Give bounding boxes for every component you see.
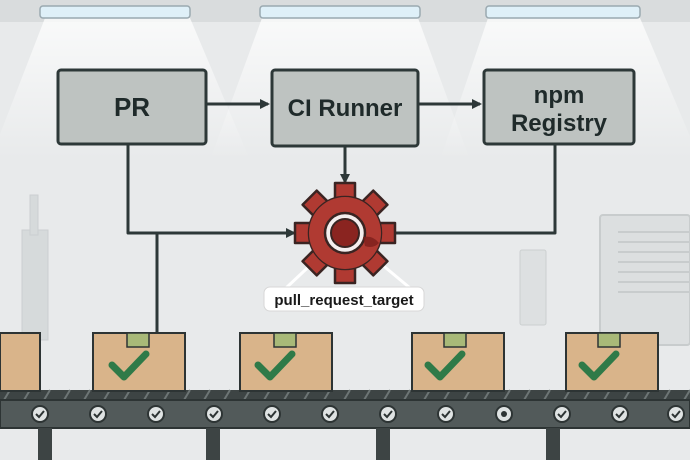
conveyor-legs	[38, 428, 560, 460]
machine-cabinet	[599, 214, 690, 346]
conveyor-roller-checks	[35, 410, 681, 419]
machine-vent	[618, 231, 690, 293]
light-fixture-center	[259, 5, 421, 19]
gear-hub	[330, 218, 360, 248]
conveyor-body	[0, 399, 690, 429]
pipe-column-top	[29, 194, 39, 236]
wall-panel	[519, 249, 547, 326]
connectors	[126, 99, 557, 335]
check-icon	[108, 350, 150, 381]
conveyor-roller-dot	[501, 411, 507, 417]
node-ci-runner-box	[270, 68, 420, 148]
carton-1	[0, 332, 41, 392]
conveyor-top-rail	[0, 390, 690, 400]
carton-5	[565, 332, 659, 392]
light-fixture-left	[39, 5, 191, 19]
node-pr: PR	[56, 68, 208, 146]
check-icon	[424, 350, 466, 381]
node-npm-registry-box	[482, 68, 636, 146]
line-pr-to-gear	[126, 144, 296, 238]
check-icon	[578, 350, 620, 381]
carton-3	[239, 332, 333, 392]
light-fixture-right	[485, 5, 641, 19]
conveyor	[0, 389, 690, 460]
pipe-column	[21, 229, 49, 341]
cartons	[0, 332, 659, 392]
carton-2	[92, 332, 186, 392]
node-ci-runner: CI Runner	[270, 68, 420, 148]
check-icon	[254, 350, 296, 381]
conveyor-rollers	[31, 405, 685, 423]
node-npm-registry-label-line2: Registry	[511, 110, 608, 137]
gear-stain	[363, 236, 379, 247]
node-ci-runner-label: CI Runner	[288, 95, 403, 122]
line-registry-to-gear	[392, 144, 557, 235]
node-npm-registry-label-line1: npm	[534, 82, 585, 109]
node-npm-registry: npm Registry	[482, 68, 636, 146]
callout-box	[263, 286, 425, 312]
gear-icon	[293, 181, 397, 285]
carton-4	[411, 332, 505, 392]
node-pr-label: PR	[114, 92, 150, 122]
node-pr-box	[56, 68, 208, 146]
callout-text: pull_request_target	[274, 292, 413, 309]
callout-label: pull_request_target	[263, 286, 425, 312]
